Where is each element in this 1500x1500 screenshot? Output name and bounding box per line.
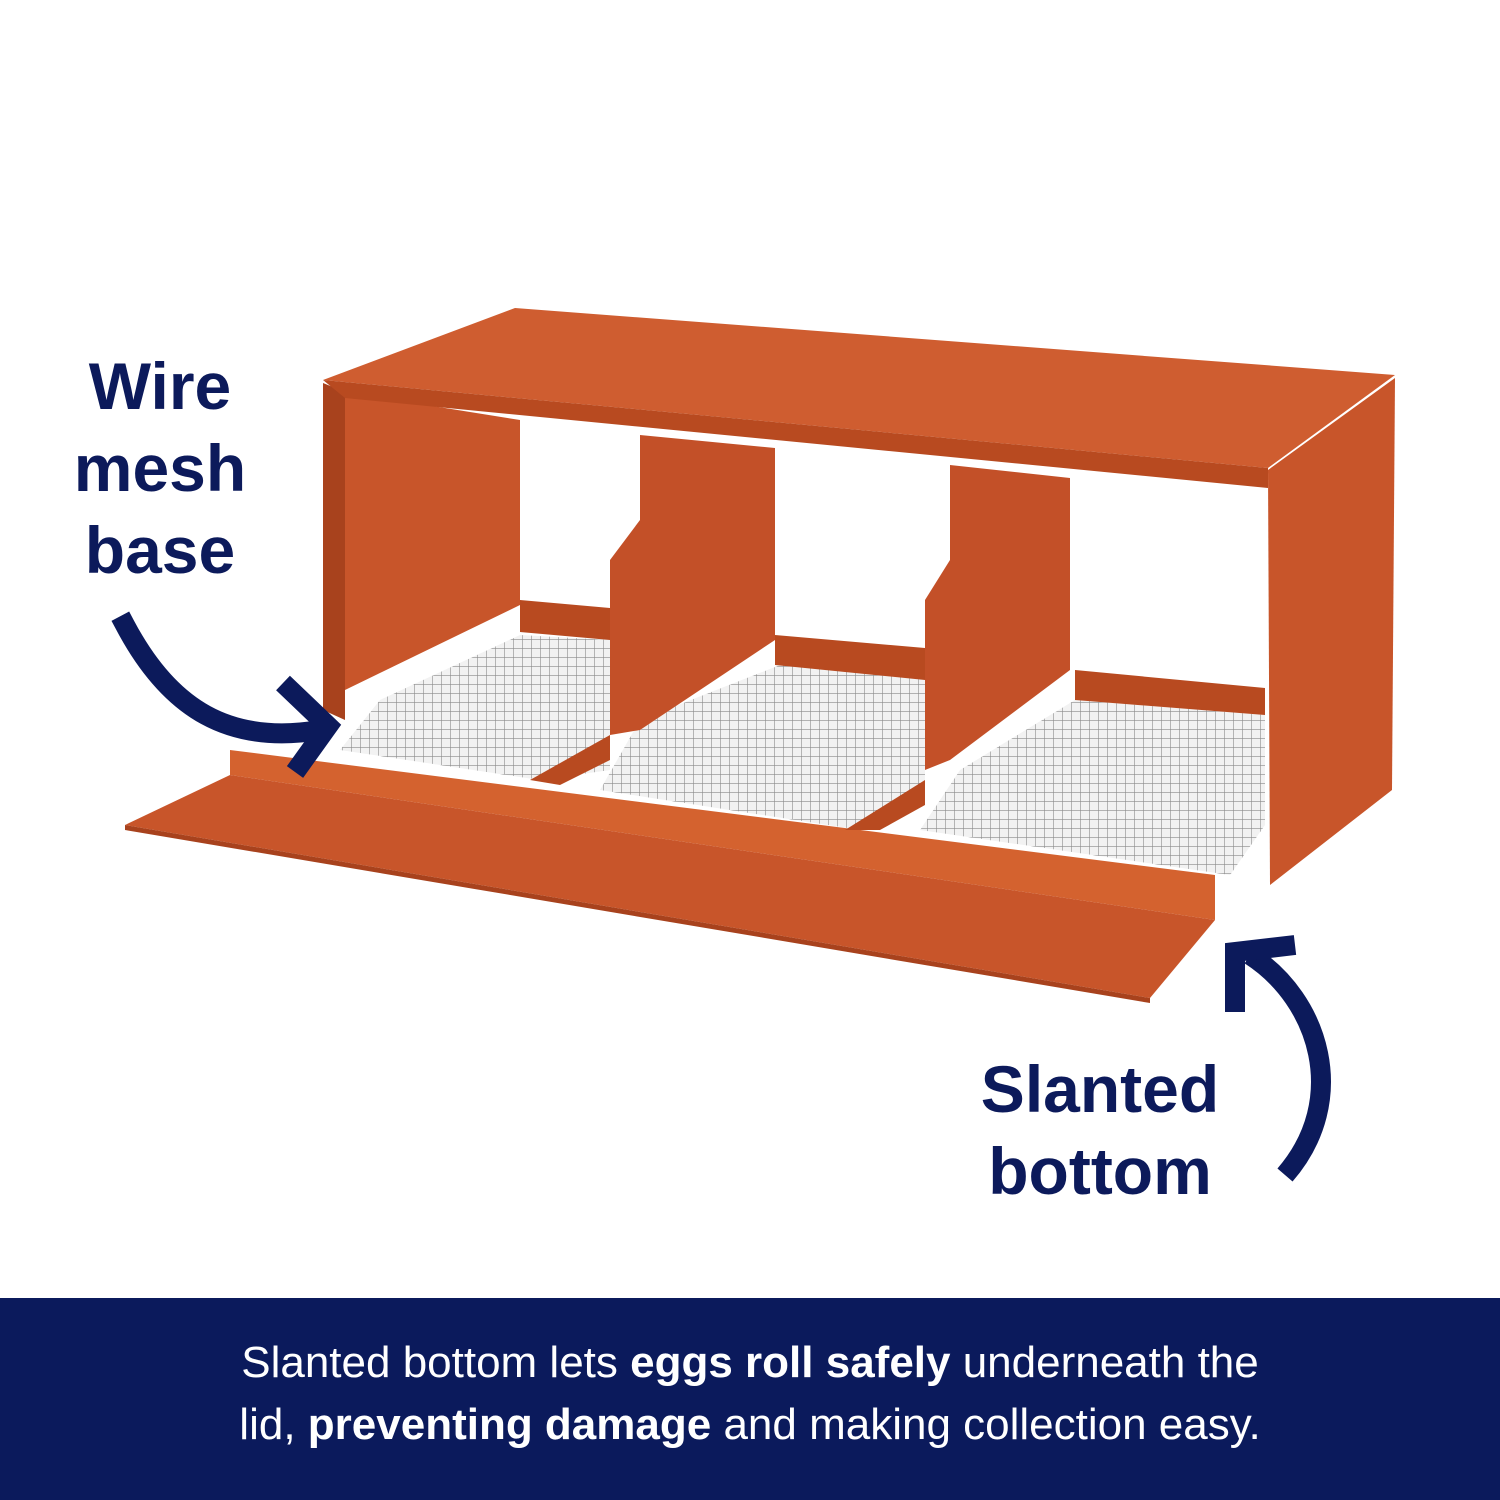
caption-text: Slanted bottom lets [241, 1338, 631, 1387]
label-line: Slanted [980, 1052, 1220, 1126]
slanted-lid [125, 775, 1215, 998]
arrow-to-bottom-icon [1244, 946, 1331, 1182]
wire-mesh-floor [600, 665, 925, 830]
wire-mesh-base-label: Wire mesh base [60, 345, 260, 591]
label-line: bottom [988, 1134, 1212, 1208]
right-side-panel [1268, 378, 1395, 885]
wire-mesh-floor [340, 635, 610, 780]
label-line: mesh [73, 431, 247, 505]
caption-banner: Slanted bottom lets eggs roll safely und… [0, 1298, 1500, 1500]
left-side-panel [323, 383, 345, 720]
wire-mesh-floor [920, 700, 1265, 875]
caption-line-1: Slanted bottom lets eggs roll safely und… [0, 1332, 1500, 1394]
divider [925, 465, 1070, 770]
caption-text: and making collection easy. [711, 1400, 1261, 1449]
caption-text: underneath the [950, 1338, 1259, 1387]
caption-line-2: lid, preventing damage and making collec… [0, 1394, 1500, 1456]
slanted-bottom-label: Slanted bottom [960, 1048, 1240, 1212]
top-panel [323, 308, 1395, 468]
label-line: base [84, 513, 236, 587]
caption-emphasis: eggs roll safely [630, 1338, 951, 1387]
caption-text: lid, [239, 1400, 308, 1449]
label-line: Wire [88, 349, 232, 423]
arrow-to-mesh-icon [111, 611, 332, 744]
caption-emphasis: preventing damage [307, 1400, 712, 1449]
nesting-box-illustration [111, 308, 1395, 1182]
divider [610, 435, 775, 735]
